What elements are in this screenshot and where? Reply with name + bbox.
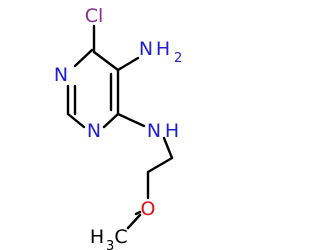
structure-svg: Cl N N N H 2 N H O H 3 C — [54, 5, 182, 250]
bond-nh-ch2 — [162, 136, 174, 160]
bond-c5-nh2 — [116, 56, 140, 72]
bond-c4-nh — [116, 112, 146, 128]
molecule-diagram: Cl N N N H 2 N H O H 3 C — [54, 5, 182, 250]
bond-c6-n1 — [73, 48, 94, 68]
bond-c2-n3 — [66, 112, 86, 129]
bond-o-ch3 — [134, 210, 142, 216]
amino-subscript: 2 — [174, 51, 182, 66]
bond-ch2-ch2 — [146, 156, 174, 174]
amino-group-label: N H 2 — [139, 38, 182, 66]
amine-nitrogen-label: N — [147, 120, 161, 142]
secondary-amine-label: N H — [147, 120, 179, 142]
oxygen-label: O — [141, 198, 156, 220]
methyl-carbon-label: C — [114, 226, 127, 248]
ring-nitrogen-1-label: N — [54, 64, 68, 86]
bond-o-methyl — [126, 213, 142, 230]
bond-n3-c4 — [102, 112, 120, 129]
methyl-hydrogen-label: H — [90, 226, 104, 248]
bond-c5-c6 — [92, 50, 120, 72]
amino-nitrogen-label: N — [139, 38, 153, 60]
methyl-subscript: 3 — [106, 239, 114, 250]
amine-hydrogen-label: H — [165, 120, 179, 142]
ring-nitrogen-2-label: N — [87, 120, 101, 142]
methyl-group-label: H 3 C — [90, 226, 128, 250]
amino-hydrogen-label: H — [156, 38, 170, 60]
chlorine-label: Cl — [85, 5, 104, 27]
